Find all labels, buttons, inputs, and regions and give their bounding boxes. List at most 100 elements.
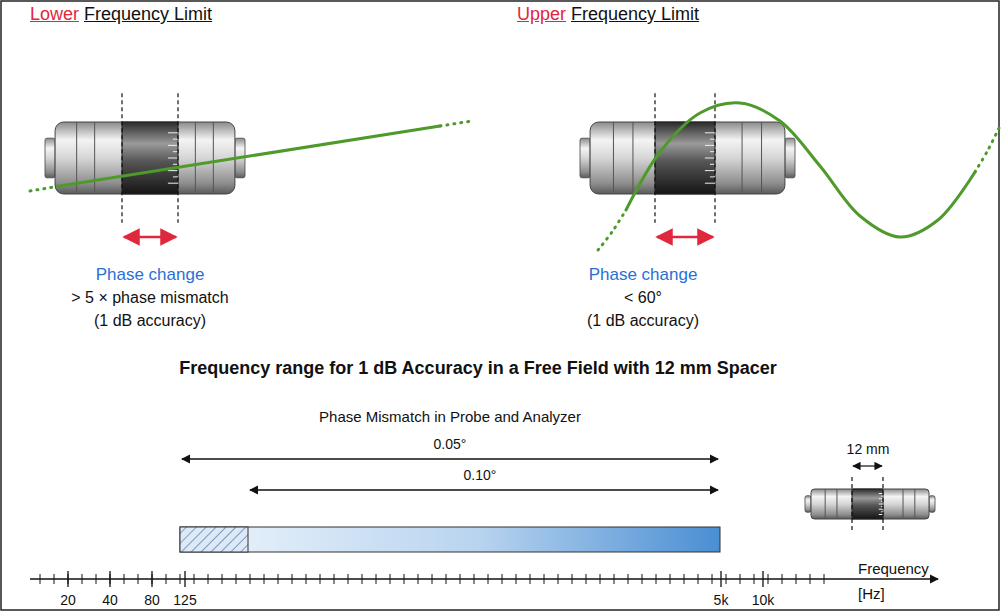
axis-tick (236, 574, 237, 584)
axis-tick-major (151, 571, 152, 587)
tick-label: 40 (102, 592, 118, 608)
accuracy-note: (1 dB accuracy) (94, 312, 206, 330)
probe-with-spacer (805, 477, 935, 531)
range-bar (180, 527, 720, 552)
axis-tick-major (67, 571, 68, 587)
range-arrow (250, 489, 718, 490)
axis-tick (208, 574, 209, 584)
axis-tick (810, 574, 811, 584)
axis-tick (138, 574, 139, 584)
condition-note: < 60° (624, 289, 662, 307)
tick-label: 5k (714, 592, 729, 608)
sound-wave (626, 103, 975, 237)
axis-tick (740, 574, 741, 584)
condition-note: > 5 × phase mismatch (71, 289, 228, 307)
axis-tick (698, 574, 699, 584)
axis-tick (712, 574, 713, 584)
axis-tick (726, 574, 727, 584)
sound-wave (598, 210, 626, 250)
axis-tick (502, 574, 503, 584)
axis-tick (390, 574, 391, 584)
axis-tick (572, 574, 573, 584)
tick-label: 125 (173, 592, 196, 608)
axis-tick-major (762, 571, 763, 587)
axis-tick-major (109, 571, 110, 587)
spacing-arrow (657, 236, 713, 239)
axis-tick (264, 574, 265, 584)
heading: Frequency Limit (84, 4, 212, 25)
axis-tick (404, 574, 405, 584)
phase-label: Phase change (96, 265, 205, 285)
axis-tick (334, 574, 335, 584)
tick-label: 20 (60, 592, 76, 608)
tick-label: 80 (144, 592, 160, 608)
axis-tick (656, 574, 657, 584)
accuracy-note: (1 dB accuracy) (587, 312, 699, 330)
axis-label: Frequency (858, 560, 929, 577)
tick-label: 10k (752, 592, 775, 608)
axis-tick (362, 574, 363, 584)
axis-tick (642, 574, 643, 584)
range-bar-hatched (180, 527, 248, 552)
axis-tick (544, 574, 545, 584)
axis-tick (82, 574, 83, 584)
axis-tick (516, 574, 517, 584)
heading-word: Upper (517, 4, 566, 25)
axis-tick (250, 574, 251, 584)
section-title: Frequency range for 1 dB Accuracy in a F… (179, 358, 777, 379)
axis-tick (222, 574, 223, 584)
axis-tick (474, 574, 475, 584)
axis-tick (306, 574, 307, 584)
axis-tick (446, 574, 447, 584)
range-caption: Phase Mismatch in Probe and Analyzer (319, 408, 581, 425)
phase-value: 0.05° (431, 436, 470, 452)
axis-tick (684, 574, 685, 584)
heading-word: Lower (30, 4, 79, 25)
axis-tick (782, 574, 783, 584)
axis-tick (754, 574, 755, 584)
sound-wave (440, 121, 472, 126)
axis-tick (418, 574, 419, 584)
axis-tick (460, 574, 461, 584)
axis-tick (278, 574, 279, 584)
phase-value: 0.10° (461, 467, 500, 483)
range-arrow (182, 458, 718, 459)
axis-tick (488, 574, 489, 584)
axis-unit: [Hz] (858, 585, 885, 602)
axis-tick (180, 574, 181, 584)
axis-tick (194, 574, 195, 584)
axis-tick (348, 574, 349, 584)
heading: Frequency Limit (571, 4, 699, 25)
axis-tick (54, 574, 55, 584)
axis-tick (320, 574, 321, 584)
axis-tick (166, 574, 167, 584)
axis-tick (558, 574, 559, 584)
axis-tick (40, 574, 41, 584)
axis-tick (670, 574, 671, 584)
axis-tick (586, 574, 587, 584)
axis-tick (530, 574, 531, 584)
intensity-probe (45, 93, 245, 223)
axis-tick (124, 574, 125, 584)
axis-tick-major (720, 571, 721, 587)
axis-tick (614, 574, 615, 584)
axis-tick (292, 574, 293, 584)
sound-wave (975, 128, 999, 172)
axis-tick-major (184, 571, 185, 587)
phase-label: Phase change (589, 265, 698, 285)
axis-tick (768, 574, 769, 584)
spacing-arrow (124, 236, 176, 239)
axis-tick (432, 574, 433, 584)
axis-tick (824, 574, 825, 584)
dimension-label: 12 mm (847, 441, 890, 457)
sound-wave (60, 126, 440, 186)
sound-wave (30, 186, 60, 191)
dimension-arrow (853, 465, 882, 466)
axis-tick (796, 574, 797, 584)
axis-tick (600, 574, 601, 584)
axis-tick (96, 574, 97, 584)
axis-tick (628, 574, 629, 584)
intensity-probe (580, 93, 795, 223)
